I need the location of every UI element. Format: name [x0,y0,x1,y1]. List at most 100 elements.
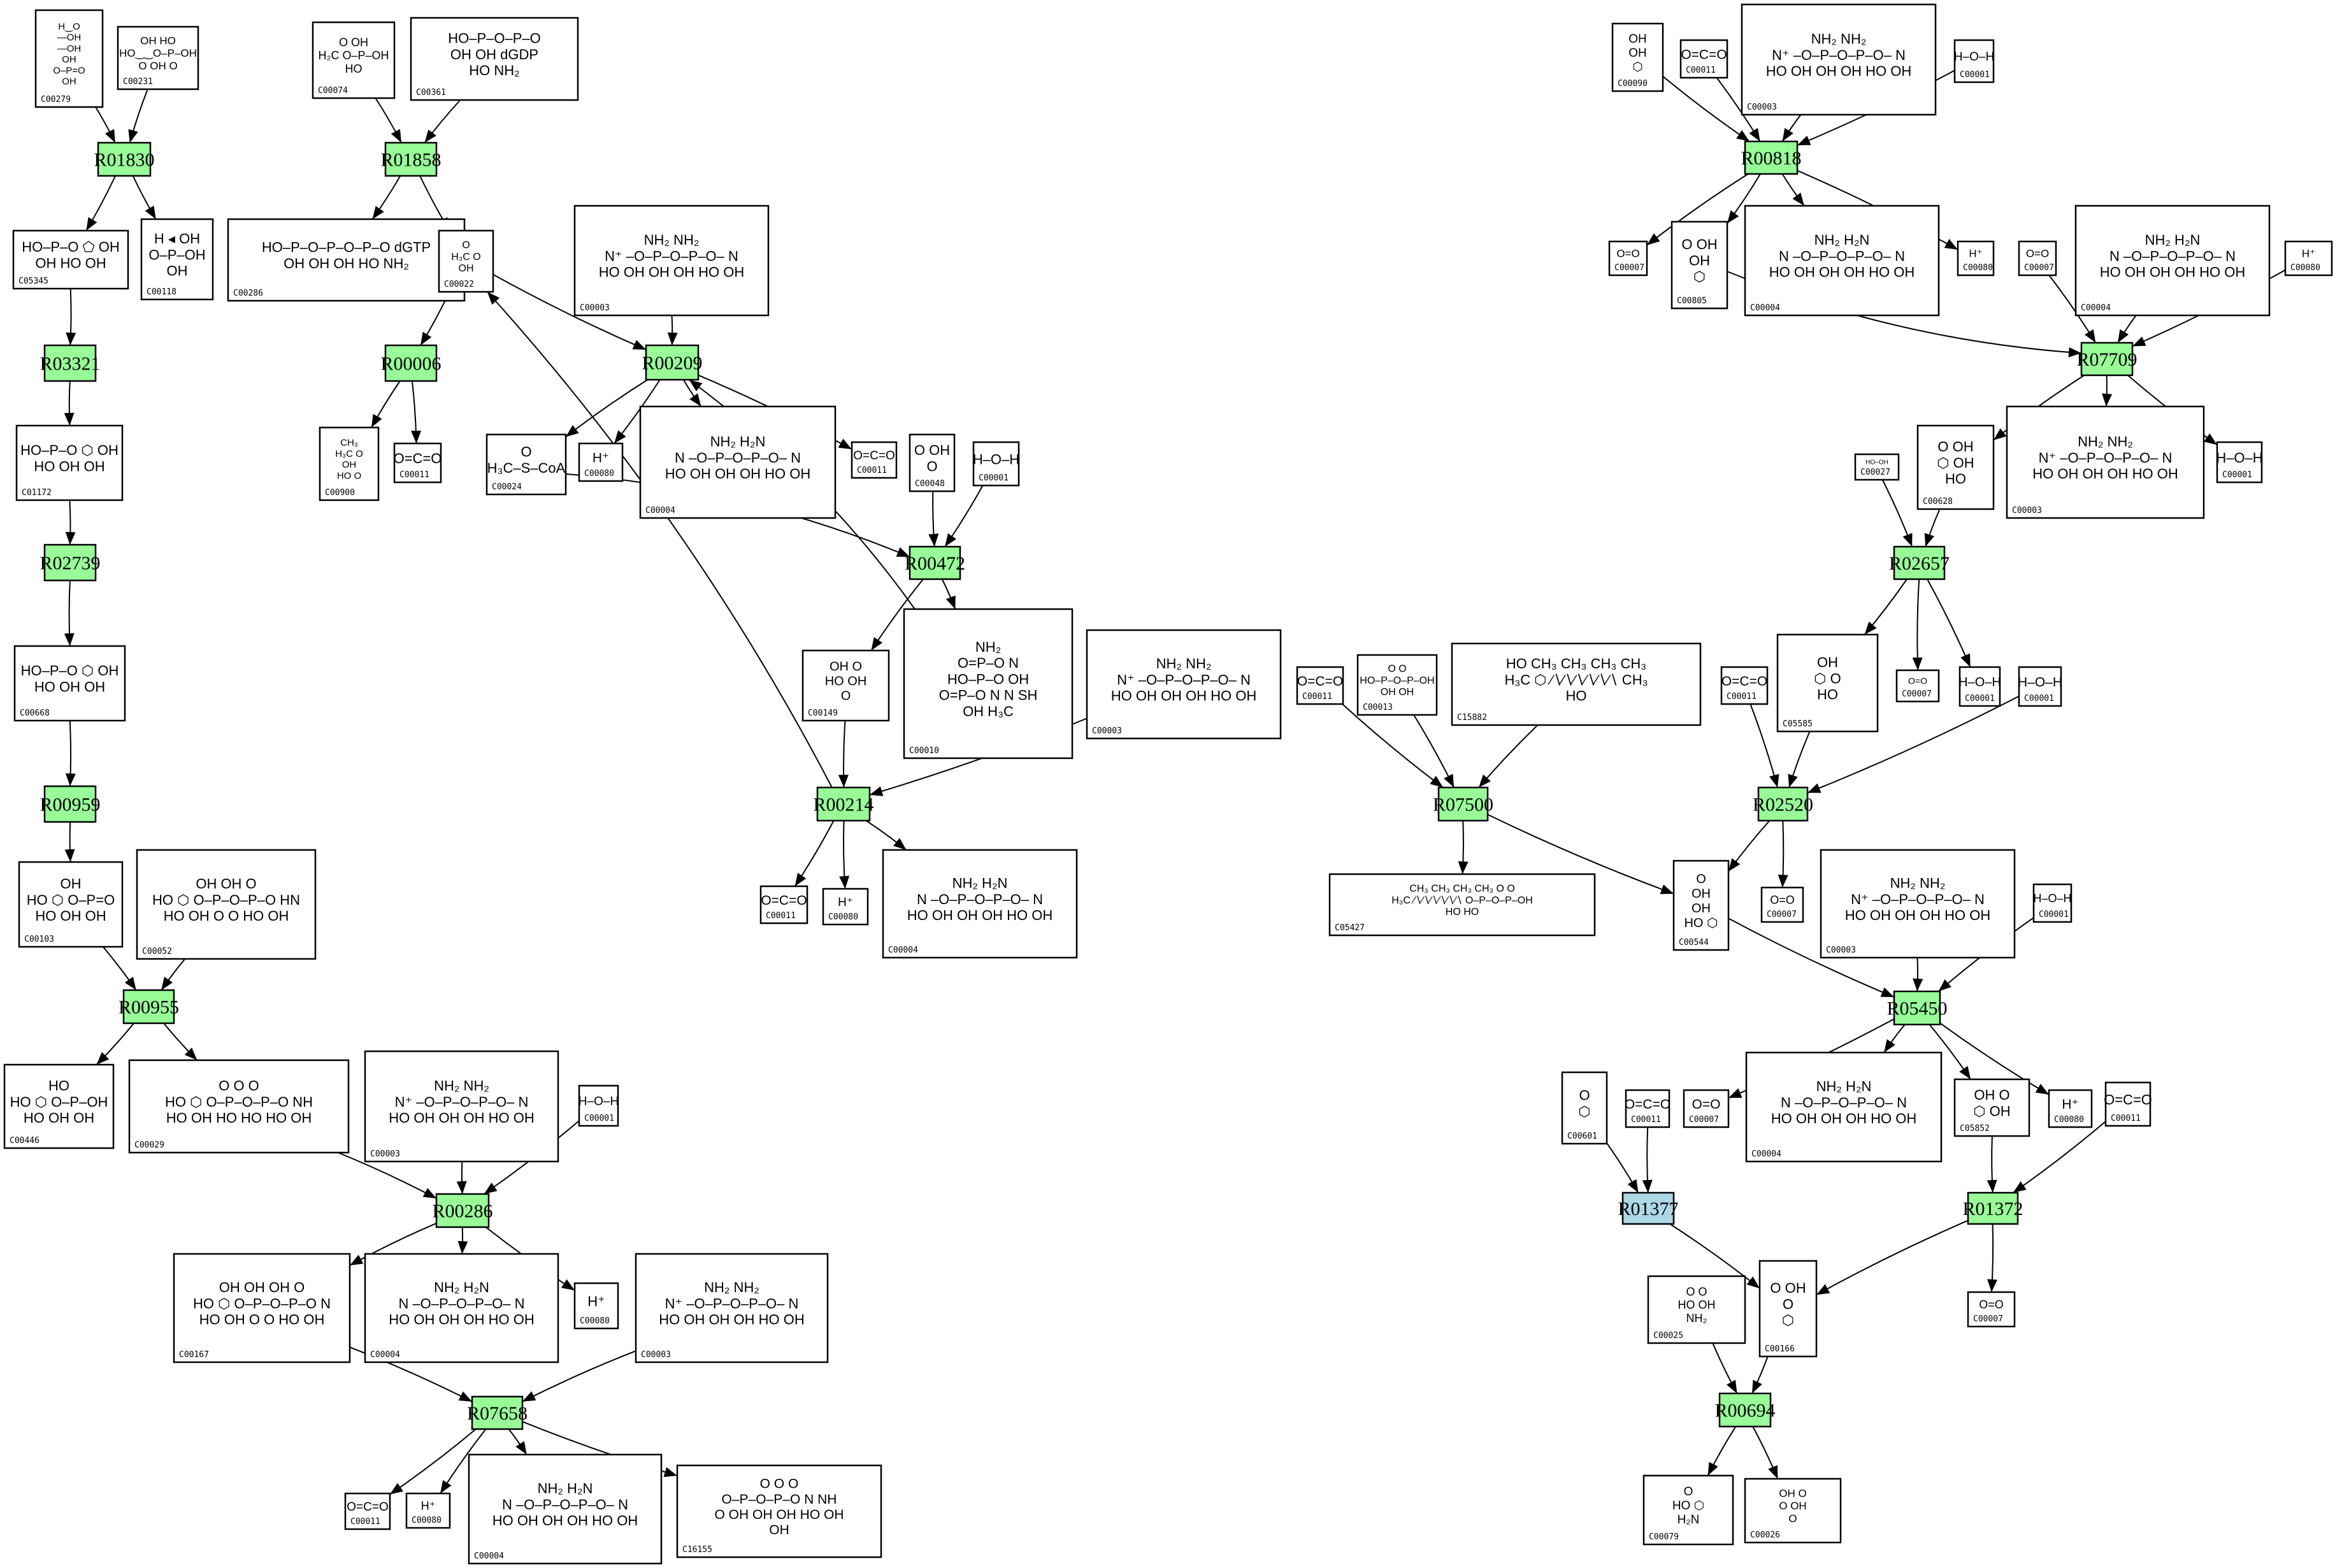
reaction-node[interactable]: R00472 [905,545,965,580]
reaction-node[interactable]: R00209 [642,344,703,381]
reaction-node[interactable]: R01830 [94,141,155,177]
reaction-node[interactable]: R00286 [432,1193,493,1228]
reaction-node[interactable]: R05450 [1886,990,1948,1026]
compound-node[interactable]: OH OH OH OHO ⬡ O–P–O–P–O NHO OH O O HO O… [173,1253,351,1363]
compound-node[interactable]: H⁺C00080 [822,888,869,926]
compound-node[interactable]: H⁺C00080 [2284,240,2333,277]
reaction-node[interactable]: R00955 [119,989,179,1025]
compound-node[interactable]: H⁺C00080 [1957,240,1995,277]
reaction-node[interactable]: R00006 [380,344,442,382]
compound-node[interactable]: H⁺C00080 [578,442,624,482]
reaction-node[interactable]: R01858 [380,141,442,177]
reaction-node[interactable]: R02739 [40,543,101,582]
compound-node[interactable]: H⁺C00080 [405,1492,451,1529]
reaction-node[interactable]: R00818 [1741,140,1802,175]
compound-node[interactable]: H⁺C00080 [573,1282,619,1330]
reaction-node[interactable]: R07709 [2076,342,2137,377]
reaction-node[interactable]: R00959 [40,785,101,823]
reaction-node[interactable]: R00214 [813,786,874,822]
compound-node[interactable]: O OHO⬡C00166 [1758,1260,1818,1358]
reaction-node[interactable]: R03321 [40,344,101,382]
reaction-node[interactable]: R07658 [467,1395,528,1430]
reaction-node[interactable]: R00694 [1714,1392,1776,1428]
reaction-node[interactable]: R01372 [1962,1191,2023,1225]
reaction-node[interactable]: R02520 [1753,786,1813,822]
reaction-node[interactable]: R02657 [1889,545,1950,580]
compound-node[interactable]: O O OO–P–O–P–O N NHO OH OH OH HO OHOHC16… [676,1464,882,1558]
compound-node[interactable]: H⁺C00080 [2048,1089,2093,1128]
compound-node[interactable]: O⬡C00601 [1561,1071,1608,1145]
reaction-node[interactable]: R07500 [1433,786,1493,822]
reaction-node[interactable]: R01377 [1618,1191,1679,1225]
